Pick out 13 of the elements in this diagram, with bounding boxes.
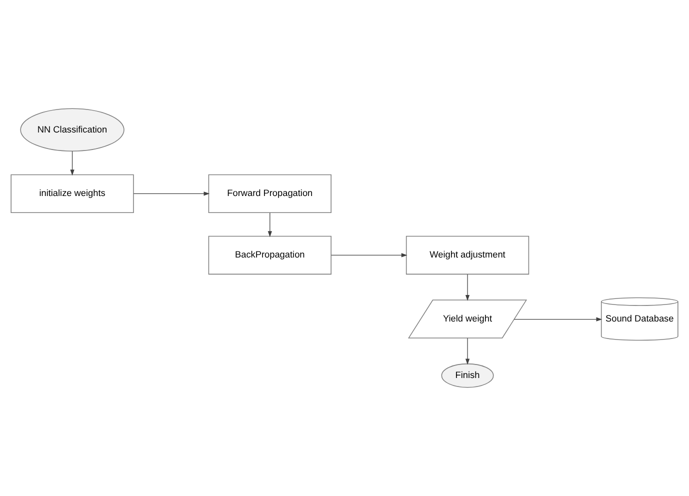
node-box: initialize weights [10, 174, 134, 214]
arrow [514, 317, 602, 322]
node-box: Weight adjustment [406, 236, 530, 275]
arrow [70, 150, 74, 176]
arrow [268, 212, 272, 238]
node-box: Forward Propagation [208, 174, 332, 214]
arrow [331, 253, 408, 258]
arrow [133, 192, 210, 196]
node-ellipse: NN Classification [20, 108, 124, 152]
node-ellipse: Finish [441, 363, 494, 388]
arrow [465, 338, 470, 365]
node-box: BackPropagation [208, 236, 332, 275]
arrow [465, 274, 470, 301]
